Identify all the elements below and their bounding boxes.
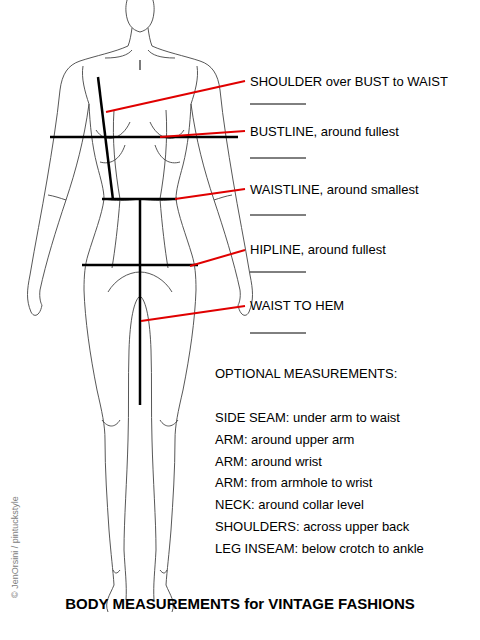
optional-measurement: ARM: around wrist <box>215 454 322 470</box>
optional-measurement: SIDE SEAM: under arm to waist <box>215 410 400 426</box>
section-heading: OPTIONAL MEASUREMENTS: <box>215 366 397 382</box>
measurement-lines <box>50 77 238 405</box>
optional-measurement: LEG INSEAM: below crotch to ankle <box>215 541 424 557</box>
blank-line <box>250 158 306 159</box>
optional-measurement: NECK: around collar level <box>215 497 364 513</box>
leader-line <box>175 189 245 199</box>
blank-line <box>250 215 306 216</box>
leader-lines <box>106 81 245 321</box>
diagram-title: BODY MEASUREMENTS for VINTAGE FASHIONS <box>0 595 480 613</box>
waist-hem-line <box>139 199 142 405</box>
measurement-label: HIPLINE, around fullest <box>250 242 386 258</box>
leader-line <box>106 81 245 112</box>
optional-measurement: SHOULDERS: across upper back <box>215 519 409 535</box>
measurement-label: BUSTLINE, around fullest <box>250 124 399 140</box>
measurement-label: SHOULDER over BUST to WAIST <box>250 74 448 90</box>
measurement-label: WAIST TO HEM <box>250 298 344 314</box>
optional-measurement: ARM: around upper arm <box>215 432 354 448</box>
blank-line <box>250 104 306 105</box>
blank-line <box>250 333 306 334</box>
figure-left <box>28 0 141 612</box>
optional-measurement: ARM: from armhole to wrist <box>215 475 372 491</box>
bust-line <box>50 136 238 139</box>
leader-line <box>160 131 245 137</box>
leader-line <box>190 250 245 266</box>
leader-line <box>141 306 245 321</box>
shoulder-bust-line <box>98 77 113 200</box>
measurement-label: WAISTLINE, around smallest <box>250 182 419 198</box>
blank-line <box>250 272 306 273</box>
watermark: © JenOrsini / pintuckstyle <box>10 496 21 598</box>
